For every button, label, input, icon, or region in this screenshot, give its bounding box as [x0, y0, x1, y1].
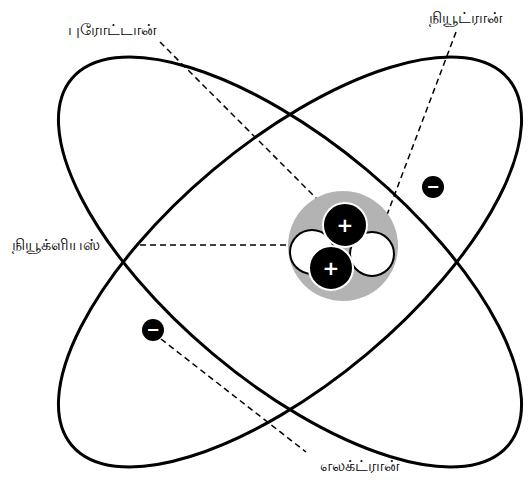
proton: [309, 246, 353, 290]
leader-line: [140, 244, 286, 246]
leader-line: [161, 339, 306, 452]
part-label: நியூட்ரான்: [429, 8, 503, 27]
leader-line: [160, 42, 330, 212]
charge-sign: −: [146, 322, 159, 338]
charge-sign: −: [426, 179, 439, 195]
leader-line: [379, 32, 456, 236]
nucleus-disc: [288, 191, 398, 301]
part-label: புரோட்டான்: [68, 20, 157, 39]
part-label: எலக்ட்ரான்: [320, 456, 400, 475]
proton: [323, 203, 367, 247]
charge-sign: +: [337, 215, 354, 235]
part-label: நியூக்ளியஸ்: [12, 235, 100, 254]
electron: [142, 319, 164, 341]
electron: [422, 176, 444, 198]
charge-sign: +: [323, 258, 340, 278]
